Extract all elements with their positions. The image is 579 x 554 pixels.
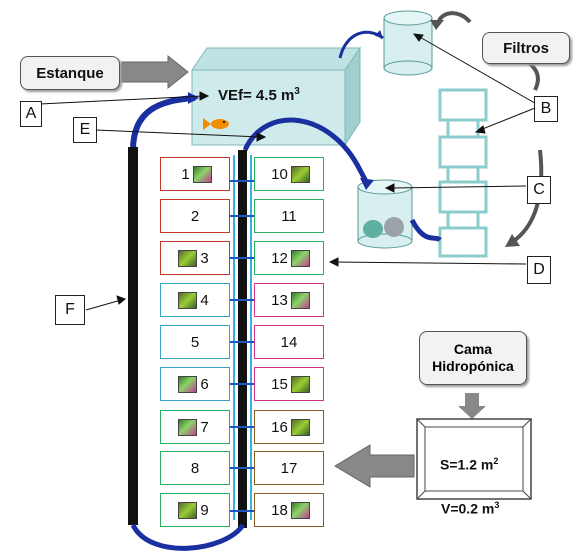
label-c-text: C <box>533 181 545 198</box>
cama-title-2: Hidropónica <box>432 358 514 374</box>
cell-11: 11 <box>254 199 324 233</box>
return-pipe-blue <box>130 95 196 151</box>
cell-14-num: 14 <box>280 333 298 351</box>
cell-12: 12 <box>254 241 324 275</box>
tank-volume: VEf= 4.5 m3 <box>218 86 300 104</box>
filter-chain <box>438 88 488 258</box>
plant-icon <box>178 501 198 519</box>
plant-icon <box>290 249 310 267</box>
cell-16-num: 16 <box>271 418 288 436</box>
cama-surface: S=1.2 m2 <box>440 456 498 473</box>
label-e: E <box>73 117 97 143</box>
filtros-box: Filtros <box>482 32 570 64</box>
cell-16: 16 <box>254 410 324 444</box>
cell-2: 2 <box>160 199 230 233</box>
fish-icon <box>203 118 229 130</box>
cell-6: 6 <box>160 367 230 401</box>
label-a: A <box>20 101 42 127</box>
cell-2-num: 2 <box>190 207 200 225</box>
cell-3-num: 3 <box>200 249 209 267</box>
estanque-box: Estanque <box>20 56 120 90</box>
cama-arrow <box>334 444 415 488</box>
label-d-text: D <box>533 261 545 278</box>
plant-icon <box>192 165 212 183</box>
cell-13: 13 <box>254 283 324 317</box>
return-pipe-f <box>128 147 138 525</box>
cell-12-num: 12 <box>271 249 288 267</box>
plant-icon <box>178 291 198 309</box>
estanque-label: Estanque <box>36 64 104 82</box>
cell-9: 9 <box>160 493 230 527</box>
cell-4-num: 4 <box>200 291 209 309</box>
cell-14: 14 <box>254 325 324 359</box>
cell-7: 7 <box>160 410 230 444</box>
plant-icon <box>178 249 198 267</box>
cama-volume-label: V=0.2 m <box>441 500 495 517</box>
cama-title-1: Cama <box>453 341 493 357</box>
cell-1-num: 1 <box>181 165 190 183</box>
cell-18-num: 18 <box>271 501 288 519</box>
bottom-arc <box>130 523 246 551</box>
cell-8-num: 8 <box>190 459 200 477</box>
cell-1: 1 <box>160 157 230 191</box>
label-e-text: E <box>79 121 91 138</box>
cell-10: 10 <box>254 157 324 191</box>
filter-cylinder-bottom <box>357 179 413 249</box>
center-pipe <box>238 150 247 528</box>
filter-cylinder-top <box>383 10 433 76</box>
cell-9-num: 9 <box>200 501 209 519</box>
cell-6-num: 6 <box>200 375 209 393</box>
cell-10-num: 10 <box>271 165 288 183</box>
pipe-e <box>242 117 371 187</box>
label-d: D <box>527 256 551 284</box>
label-b: B <box>534 96 558 122</box>
cama-volume: V=0.2 m3 <box>441 500 499 517</box>
label-a-text: A <box>25 105 37 122</box>
cell-17-num: 17 <box>280 459 298 477</box>
cell-15: 15 <box>254 367 324 401</box>
plant-icon <box>178 418 198 436</box>
cell-13-num: 13 <box>271 291 288 309</box>
cell-18: 18 <box>254 493 324 527</box>
cell-17: 17 <box>254 451 324 485</box>
tank-volume-sup: 3 <box>294 86 300 97</box>
cama-title-box: Cama Hidropónica <box>419 331 527 385</box>
label-b-text: B <box>540 100 552 117</box>
cell-11-num: 11 <box>281 207 297 225</box>
cama-surface-sup: 2 <box>493 456 499 466</box>
cell-3: 3 <box>160 241 230 275</box>
tank-volume-label: VEf= 4.5 m <box>218 87 295 104</box>
cell-4: 4 <box>160 283 230 317</box>
plant-icon <box>178 375 198 393</box>
cama-surface-label: S=1.2 m <box>440 456 494 473</box>
cell-7-num: 7 <box>200 418 209 436</box>
label-f: F <box>55 295 85 325</box>
plant-icon <box>290 291 310 309</box>
plant-icon <box>290 165 310 183</box>
label-f-text: F <box>65 301 75 318</box>
plant-icon <box>290 375 310 393</box>
tank-shape <box>191 46 361 147</box>
estanque-arrow <box>121 54 189 90</box>
plant-icon <box>290 501 310 519</box>
cell-5-num: 5 <box>190 333 200 351</box>
cell-8: 8 <box>160 451 230 485</box>
label-c: C <box>527 176 551 204</box>
cell-15-num: 15 <box>271 375 288 393</box>
filtros-label: Filtros <box>503 39 549 57</box>
cell-5: 5 <box>160 325 230 359</box>
cama-volume-sup: 3 <box>494 500 500 510</box>
plant-icon <box>290 418 310 436</box>
